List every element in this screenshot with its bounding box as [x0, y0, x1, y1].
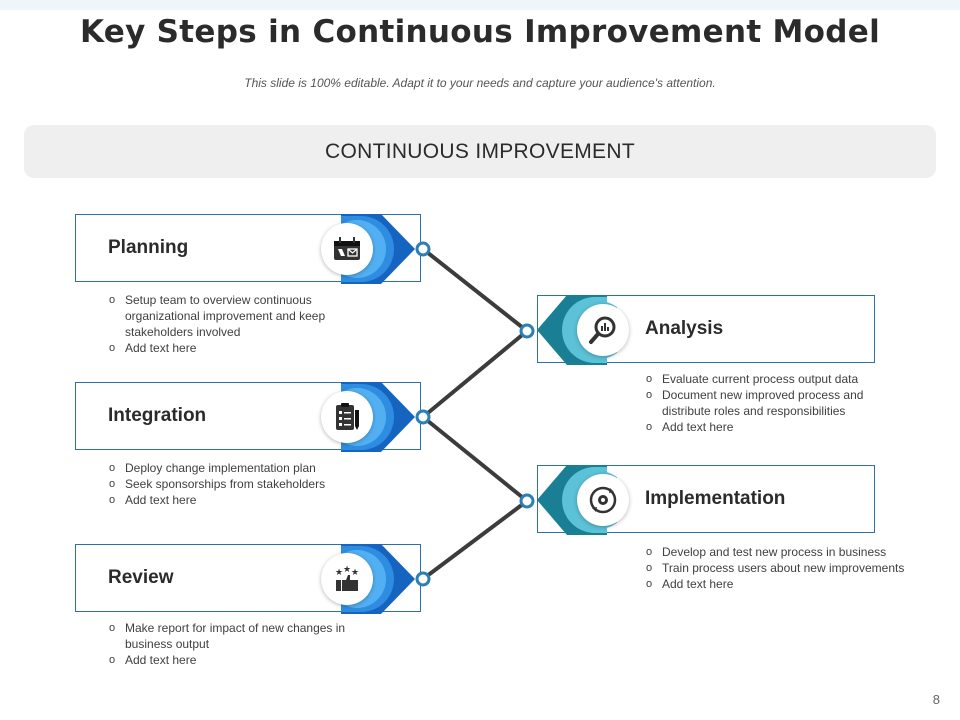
implementation-bullets: Develop and test new process in business… — [644, 544, 914, 592]
list-item: Seek sponsorships from stakeholders — [107, 476, 367, 492]
svg-text:★: ★ — [335, 568, 343, 578]
list-item: Deploy change implementation plan — [107, 460, 367, 476]
page-number: 8 — [932, 692, 940, 707]
list-item: Make report for impact of new changes in… — [107, 620, 377, 652]
list-item: Evaluate current process output data — [644, 371, 894, 387]
integration-bullets: Deploy change implementation plan Seek s… — [107, 460, 367, 508]
list-item: Add text here — [107, 340, 357, 356]
thumbs-up-stars-icon: ★ ★ ★ — [321, 553, 373, 605]
gear-cycle-icon — [577, 474, 629, 526]
list-item: Document new improved process and distri… — [644, 387, 894, 419]
list-item: Add text here — [644, 576, 914, 592]
analysis-bullets: Evaluate current process output data Doc… — [644, 371, 894, 435]
planning-bullets: Setup team to overview continuous organi… — [107, 292, 357, 356]
list-item: Setup team to overview continuous organi… — [107, 292, 357, 340]
list-item: Develop and test new process in business — [644, 544, 914, 560]
svg-text:★: ★ — [351, 568, 359, 578]
page-title: Key Steps in Continuous Improvement Mode… — [79, 14, 881, 50]
step-label-analysis: Analysis — [645, 318, 724, 339]
list-item: Train process users about new improvemen… — [644, 560, 914, 576]
magnifier-chart-icon — [577, 304, 629, 356]
list-item: Add text here — [107, 652, 377, 668]
connector-implementation-review — [421, 499, 529, 581]
top-strip — [0, 0, 960, 10]
step-label-planning: Planning — [108, 237, 189, 258]
list-item: Add text here — [644, 419, 894, 435]
step-label-integration: Integration — [108, 405, 207, 426]
step-label-review: Review — [108, 567, 174, 588]
checklist-icon — [321, 391, 373, 443]
connector-planning-analysis — [421, 247, 529, 333]
connector-analysis-integration — [421, 329, 529, 419]
svg-text:★: ★ — [343, 565, 351, 575]
list-item: Add text here — [107, 492, 367, 508]
page-subtitle: This slide is 100% editable. Adapt it to… — [244, 76, 716, 90]
calendar-icon — [321, 223, 373, 275]
connector-integration-implementation — [421, 415, 529, 503]
section-banner: CONTINUOUS IMPROVEMENT — [24, 125, 936, 178]
review-bullets: Make report for impact of new changes in… — [107, 620, 377, 668]
step-label-implementation: Implementation — [645, 488, 786, 509]
